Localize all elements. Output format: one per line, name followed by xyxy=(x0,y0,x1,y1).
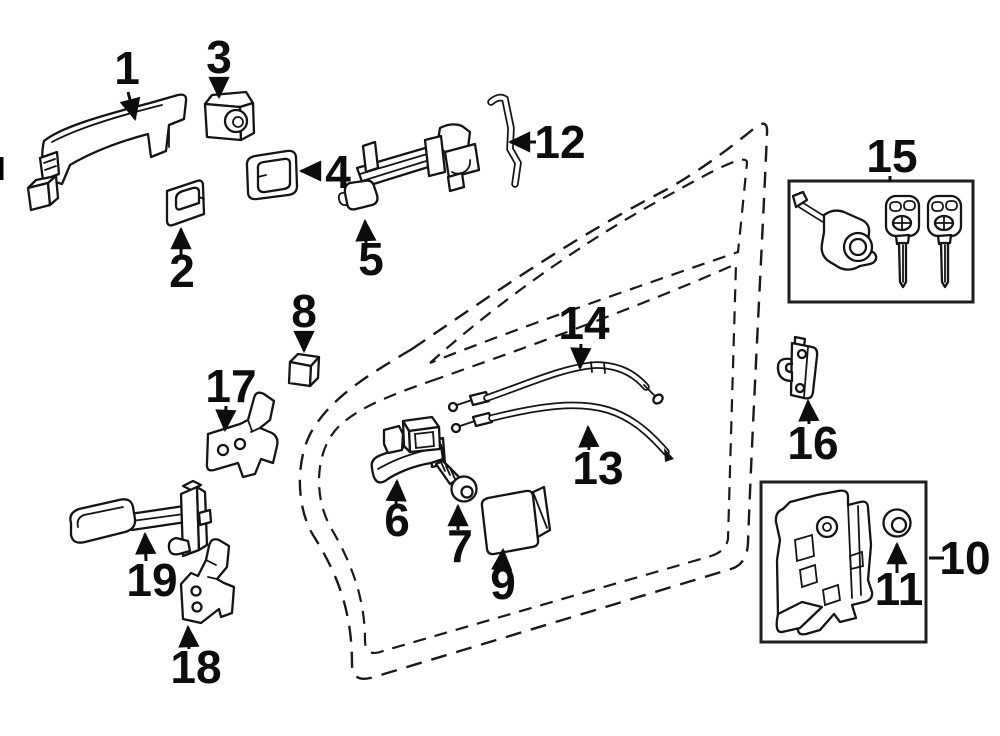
part-label-18: 18 xyxy=(170,641,221,693)
part-5-handle-frame xyxy=(337,123,481,211)
lock-cylinder xyxy=(791,190,878,271)
part-3-lock-cylinder-cap xyxy=(203,90,256,142)
part-7-screw xyxy=(434,459,478,503)
key xyxy=(884,194,921,289)
part-label-15: 15 xyxy=(866,130,917,182)
part-14-release-cable xyxy=(447,361,664,413)
part-6-inside-door-handle xyxy=(370,415,447,484)
part-19-door-check xyxy=(69,479,213,558)
part-label-1: 1 xyxy=(114,42,140,94)
key xyxy=(926,194,963,289)
part-label-19: 19 xyxy=(126,554,177,606)
part-label-12: 12 xyxy=(534,116,585,168)
part-label-17: 17 xyxy=(205,360,256,412)
part-label-14: 14 xyxy=(558,297,610,349)
kit-box-10 xyxy=(759,480,928,644)
part-1-outside-door-handle xyxy=(26,93,188,212)
part-label-5: 5 xyxy=(358,233,384,285)
part-13-lock-cable xyxy=(450,401,674,462)
part-17-upper-door-hinge xyxy=(205,391,279,479)
part-16-door-striker xyxy=(776,335,819,400)
part-8-cushion-clip xyxy=(287,352,321,388)
part-label-3: 3 xyxy=(206,31,232,83)
part-label-10: 10 xyxy=(939,532,990,584)
part-11-grommet xyxy=(882,508,912,538)
part-4-handle-bezel xyxy=(245,149,299,201)
part-label-16: 16 xyxy=(787,417,838,469)
door-outline xyxy=(298,122,769,681)
part-18-lower-door-hinge xyxy=(179,538,236,625)
callouts: 1 2 3 4 5 6 7 8 9 10 11 12 13 14 15 16 1 xyxy=(114,31,990,693)
part-label-4: 4 xyxy=(325,146,351,198)
part-9-access-cover xyxy=(480,485,552,556)
part-label-11: 11 xyxy=(875,563,924,615)
kit-box-15 xyxy=(787,179,975,304)
door-lock-actuator xyxy=(774,489,874,636)
edge-artifact xyxy=(0,157,4,180)
part-label-7: 7 xyxy=(447,520,473,572)
part-2-handle-pad xyxy=(165,179,206,227)
part-label-8: 8 xyxy=(291,285,317,337)
part-label-13: 13 xyxy=(572,442,623,494)
